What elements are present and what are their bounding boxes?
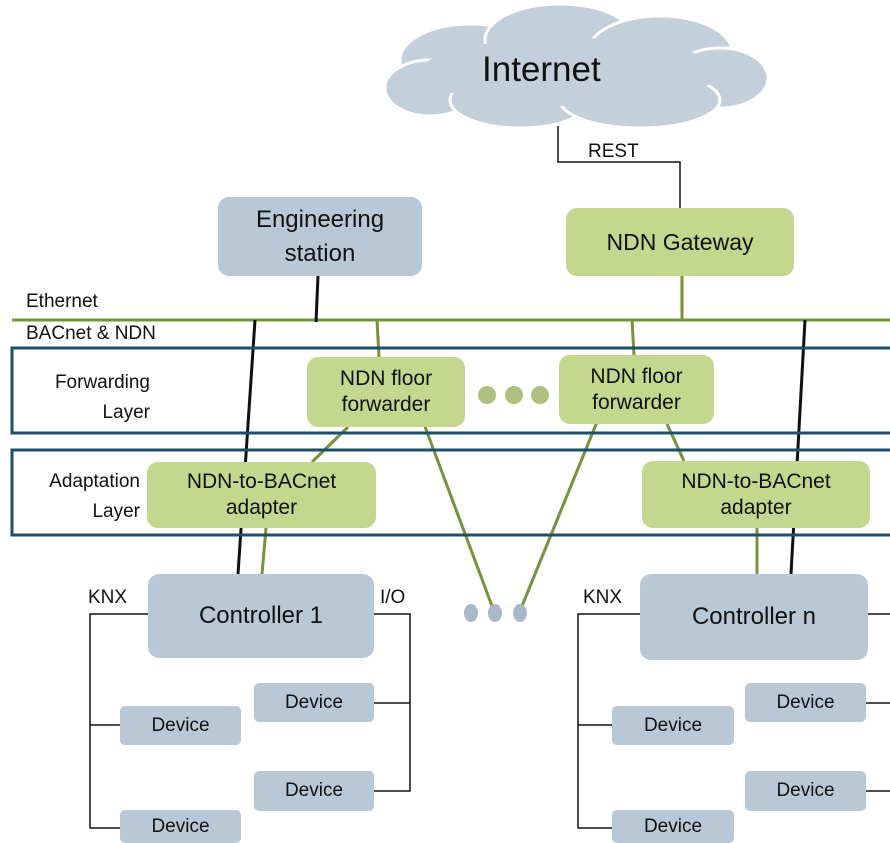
knx-bus-2 [577, 613, 640, 829]
ndn-gateway-node: NDN Gateway [566, 208, 794, 276]
forwarder-2-uplink [630, 319, 636, 356]
device-5: Device [612, 706, 734, 745]
forwarding-layer-label: Forwarding Layer [54, 372, 150, 423]
forwarder-2-downlink [520, 421, 599, 607]
knx-bus-1 [89, 613, 148, 829]
device-8: Device [612, 810, 734, 843]
controller-1-node: Controller 1 [148, 574, 374, 658]
bacnet-line-1 [236, 319, 257, 575]
engineering-station-node: Engineering station [218, 197, 422, 276]
rest-label: REST [588, 141, 639, 162]
internet-label: Internet [482, 50, 601, 89]
adaptation-layer-frame [10, 448, 890, 537]
ethernet-label: Ethernet [26, 291, 98, 312]
forwarder-2-to-adapter-2 [665, 423, 686, 462]
bacnet-ndn-label: BACnet & NDN [26, 323, 156, 344]
device-4: Device [120, 810, 241, 843]
knx-label-1: KNX [88, 587, 128, 608]
ndn-to-bacnet-adapter-1: NDN-to-BACnet adapter [147, 462, 376, 528]
device-7: Device [745, 771, 866, 811]
forwarder-ellipsis [476, 384, 551, 406]
forwarder-1-uplink [375, 319, 381, 358]
device-6: Device [745, 683, 866, 722]
ndn-to-bacnet-adapter-2: NDN-to-BACnet adapter [642, 461, 870, 528]
adaptation-layer-label: Adaptation Layer [49, 471, 140, 522]
io-label-1: I/O [380, 587, 406, 608]
bacnet-line-2 [789, 319, 807, 575]
ndn-floor-forwarder-1: NDN floor forwarder [307, 357, 465, 427]
knx-label-2: KNX [583, 587, 623, 608]
ndn-floor-forwarder-2: NDN floor forwarder [559, 355, 714, 424]
forwarder-1-downlink [422, 423, 494, 607]
controller-ellipsis [464, 604, 527, 622]
device-1: Device [120, 706, 241, 745]
engineering-station-link [314, 275, 320, 323]
rest-link [557, 126, 681, 208]
controller-n-node: Controller n [640, 574, 868, 660]
forwarding-layer-frame [10, 346, 890, 435]
device-3: Device [254, 771, 374, 811]
device-2: Device [254, 683, 374, 722]
